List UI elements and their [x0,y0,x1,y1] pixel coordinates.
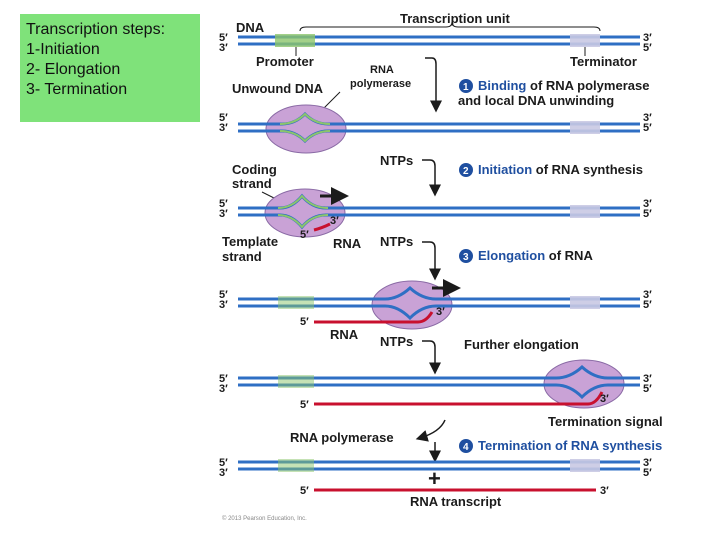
prime-r4-5-right: 5′ [643,299,652,311]
rna-polymerase-blob-2 [265,104,347,154]
prime-r3-5-right: 5′ [643,208,652,220]
prime-r4-3: 3′ [219,299,228,311]
coding-strand-label-line2: strand [232,176,272,191]
plus-sign: + [428,466,441,491]
further-elongation-label: Further elongation [464,337,579,352]
step-3-text: Elongation of RNA [478,248,593,263]
terminator-label: Terminator [570,54,637,69]
prime-r6-rna-3: 3′ [600,485,609,497]
step-3-circle [459,249,473,263]
step-1-number: 1 [463,82,469,93]
prime-r3-3: 3′ [219,208,228,220]
dna-row-1 [238,34,640,47]
prime-r4-rna-3: 3′ [436,306,445,318]
rna-strand-5 [314,391,604,406]
rna-polymerase-label: RNA polymerase [290,430,394,445]
prime-r5-3-right: 3′ [643,373,652,385]
unwound-dna-label: Unwound DNA [232,81,324,96]
prime-r2-3: 3′ [219,122,228,134]
note-item-elongation: 2- Elongation [26,61,121,78]
step-1-text-line2: and local DNA unwinding [458,93,614,108]
copyright-text: © 2013 Pearson Education, Inc. [222,515,307,522]
dna-row-2 [238,104,640,154]
rna-label-1: RNA [333,236,362,251]
rna-strand-4 [314,311,434,324]
step-4-circle [459,439,473,453]
prime-r3-3-right: 3′ [643,198,652,210]
prime-r4-rna-5: 5′ [300,316,309,328]
step-3-number: 3 [463,252,469,263]
step-2-text: Initiation of RNA synthesis [478,162,643,177]
prime-r2-3-right: 3′ [643,112,652,124]
prime-r2-5-right: 5′ [643,122,652,134]
coding-strand-label-line1: Coding [232,162,277,177]
prime-r6-5: 5′ [219,457,228,469]
promoter-label: Promoter [256,54,314,69]
note-item-initiation: 1-Initiation [26,41,100,58]
dna-row-4 [238,279,640,330]
prime-r5-5-right: 5′ [643,383,652,395]
ntps-label-2: NTPs [380,234,413,249]
prime-r3-rna-3: 3′ [330,215,339,227]
rna-transcript-label: RNA transcript [410,494,502,509]
dna-label: DNA [236,20,265,35]
step-4-text: Termination of RNA synthesis [478,438,662,453]
prime-r1-3: 3′ [219,42,228,54]
prime-r5-5: 5′ [219,373,228,385]
termination-signal-label: Termination signal [548,414,663,429]
template-strand-label-line2: strand [222,249,262,264]
ntps-label-3: NTPs [380,334,413,349]
prime-r5-rna-3: 3′ [600,393,609,405]
dna-row-6 [238,459,640,492]
transcription-unit-bracket [299,21,601,32]
prime-r5-rna-5: 5′ [300,399,309,411]
prime-r4-3-right: 3′ [643,289,652,301]
dna-row-5 [238,359,640,409]
prime-r2-5: 5′ [219,112,228,124]
prime-r1-5: 5′ [219,32,228,44]
step-1-circle [459,79,473,93]
prime-r4-5: 5′ [219,289,228,301]
prime-r1-5-right: 5′ [643,42,652,54]
prime-r5-3: 3′ [219,383,228,395]
prime-r6-3: 3′ [219,467,228,479]
ntps-label-1: NTPs [380,153,413,168]
terminator-region [570,34,600,47]
prime-r1-3-right: 3′ [643,32,652,44]
transcription-steps-note: Transcription steps: 1-Initiation 2- Elo… [20,14,200,122]
promoter-region [275,34,315,47]
prime-r6-3-right: 3′ [643,457,652,469]
dna-row-3 [238,187,640,238]
rna-label-2: RNA [330,327,359,342]
rna-polymerase-label-line1: RNA [370,64,394,76]
rna-strand-3 [313,222,331,232]
step-1-text: Binding of RNA polymerase [478,78,649,93]
note-item-termination: 3- Termination [26,81,128,98]
step-4-number: 4 [463,442,469,453]
rna-polymerase-label-line2: polymerase [350,78,411,90]
prime-r3-5: 5′ [219,198,228,210]
prime-r6-5-right: 5′ [643,467,652,479]
transcription-unit-label: Transcription unit [400,11,510,26]
prime-r3-rna-5: 5′ [300,229,309,241]
step-2-number: 2 [463,166,469,177]
step-2-circle [459,163,473,177]
note-title: Transcription steps: [26,21,166,38]
prime-r6-rna-5: 5′ [300,485,309,497]
template-strand-label-line1: Template [222,234,278,249]
